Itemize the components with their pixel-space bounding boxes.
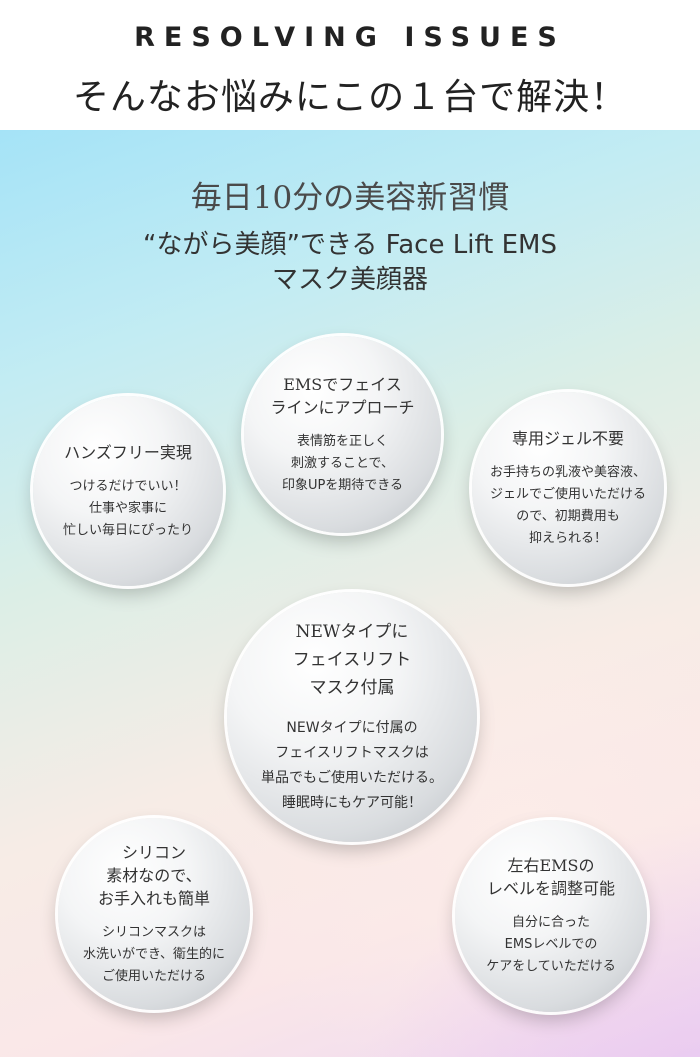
section-headline: そんなお悩みにこの１台で解決！ — [72, 77, 628, 118]
intro-tagline-line2: マスク美顔器 — [271, 265, 428, 295]
feature-circle-silicone: シリコン 素材なので、 お手入れも簡単 シリコンマスクは 水洗いができ、衛生的に… — [58, 818, 250, 1010]
feature-body: つけるだけでいい！ 仕事や家事に 忙しい毎日にぴったり — [62, 478, 193, 538]
intro-tagline-line1: “ながら美顔”できる Face Lift EMS — [143, 230, 557, 260]
feature-body: NEWタイプに付属の フェイスリフトマスクは 単品でもご使用いただける。 睡眠時… — [261, 720, 443, 811]
feature-body: お手持ちの乳液や美容液、 ジェルでご使用いただける ので、初期費用も 抑えられる… — [489, 464, 646, 546]
feature-circle-no-gel: 専用ジェル不要 お手持ちの乳液や美容液、 ジェルでご使用いただける ので、初期費… — [472, 392, 664, 584]
feature-body: 自分に合った EMSレベルでの ケアをしていただける — [486, 915, 616, 974]
feature-circle-ems-level: 左右EMSの レベルを調整可能 自分に合った EMSレベルでの ケアをしていただ… — [455, 820, 647, 1012]
header-section: RESOLVING ISSUES そんなお悩みにこの１台で解決！ — [0, 0, 700, 130]
feature-body: 表情筋を正しく 刺激することで、 印象UPを期待できる — [281, 433, 404, 493]
feature-title: ハンズフリー実現 — [64, 442, 192, 462]
feature-title: 左右EMSの レベルを調整可能 — [486, 856, 615, 898]
section-kicker: RESOLVING ISSUES — [134, 22, 566, 53]
feature-circle-new-type: NEWタイプに フェイスリフト マスク付属 NEWタイプに付属の フェイスリフト… — [227, 592, 477, 842]
feature-circle-ems-faceline: EMSでフェイス ラインにアプローチ 表情筋を正しく 刺激することで、 印象UP… — [244, 336, 441, 533]
feature-circle-handsfree: ハンズフリー実現 つけるだけでいい！ 仕事や家事に 忙しい毎日にぴったり — [33, 396, 223, 586]
feature-title: EMSでフェイス ラインにアプローチ — [270, 374, 415, 417]
feature-title: 専用ジェル不要 — [511, 428, 624, 448]
feature-title: シリコン 素材なので、 お手入れも簡単 — [97, 842, 210, 908]
intro-tagline: “ながら美顔”できる Face Lift EMS マスク美顔器 — [0, 228, 700, 298]
feature-body: シリコンマスクは 水洗いができ、衛生的に ご使用いただける — [82, 924, 226, 984]
intro-title: 毎日10分の美容新習慣 — [190, 180, 510, 216]
feature-title: NEWタイプに フェイスリフト マスク付属 — [292, 622, 412, 698]
